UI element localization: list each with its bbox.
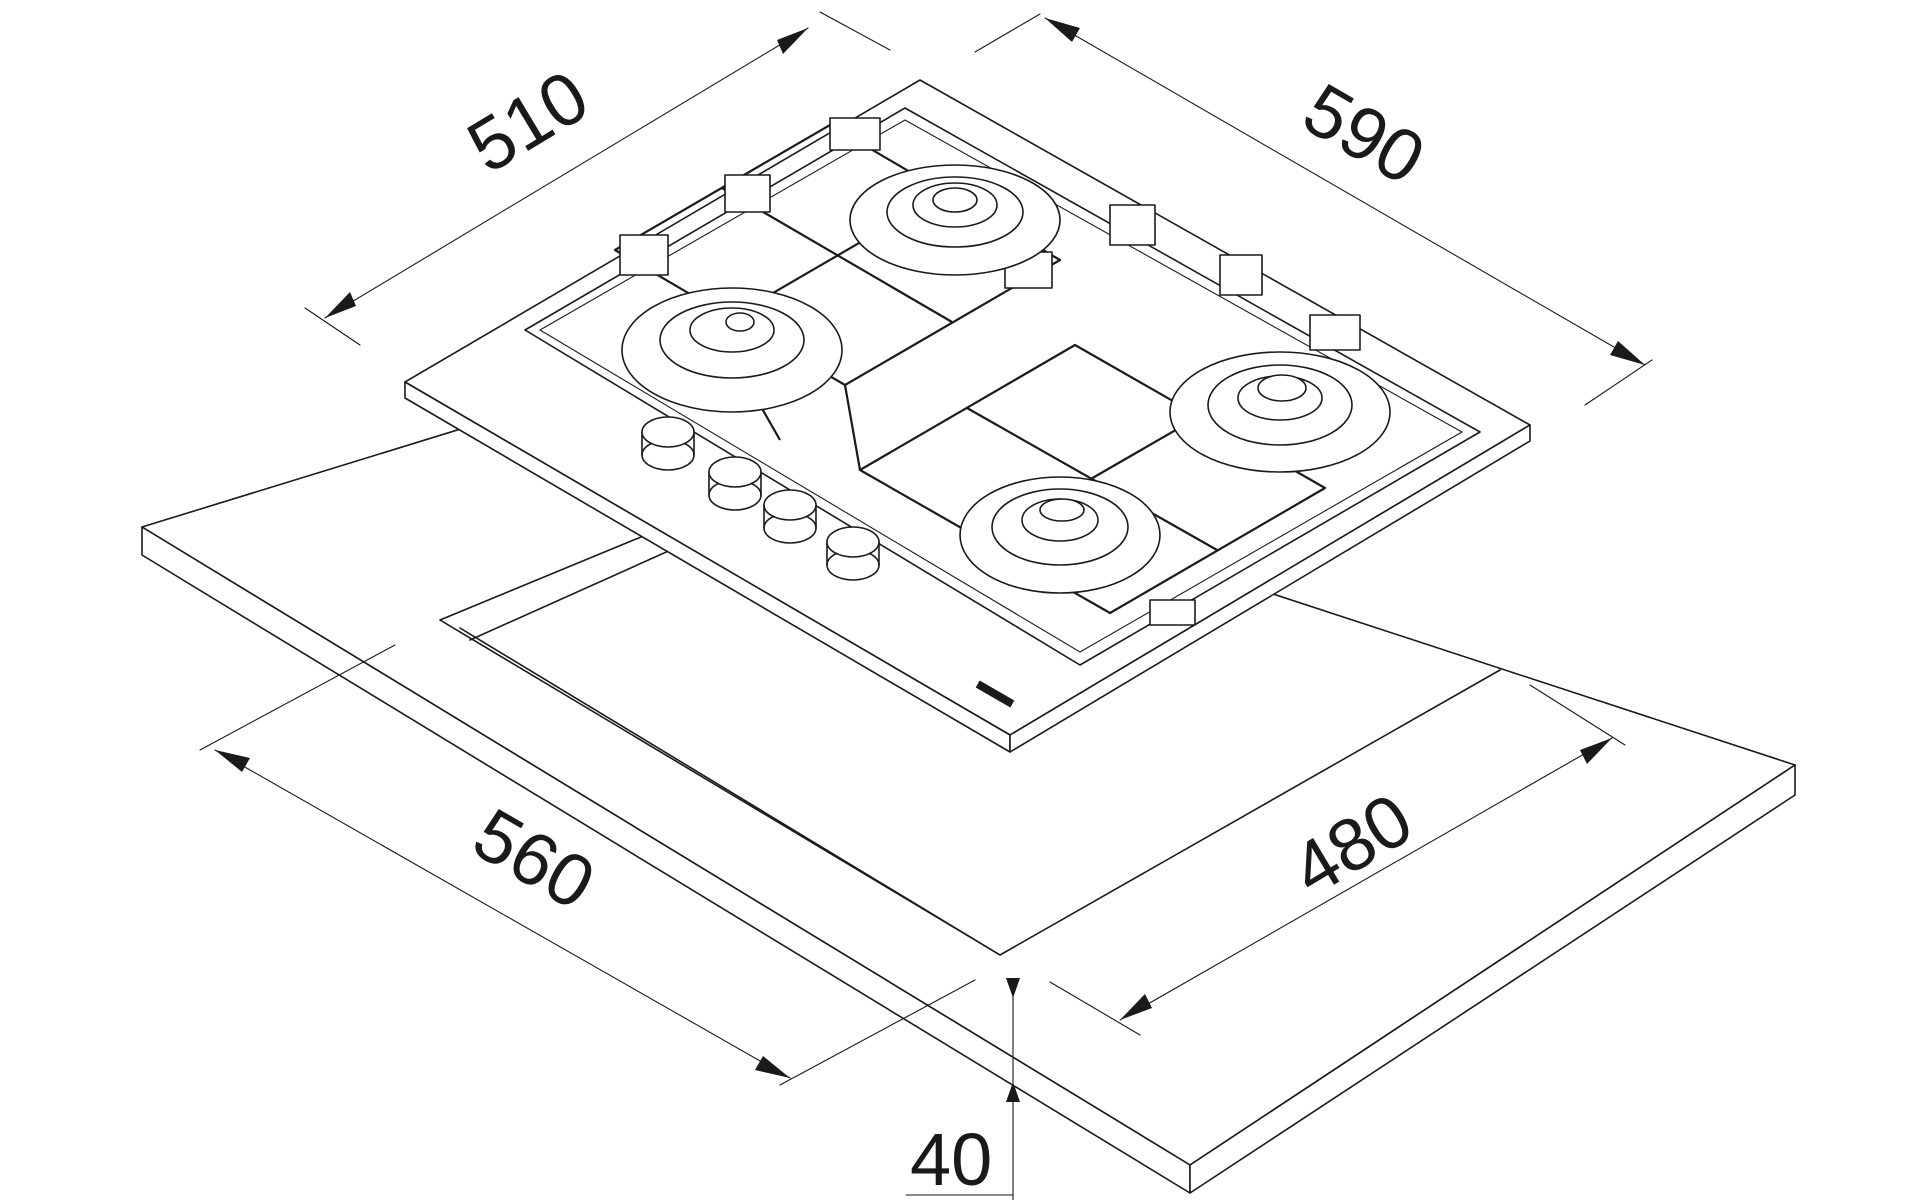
burner-front-left: [959, 476, 1161, 594]
hob: [404, 79, 1531, 753]
knob-3: [763, 489, 817, 544]
dimension-worktop-thickness: 40: [905, 978, 1020, 1200]
burner-front-right: [1169, 351, 1391, 473]
dimension-label-590: 590: [1290, 67, 1438, 201]
burner-back-left: [621, 287, 843, 413]
worktop: [141, 379, 1796, 1194]
knob-4: [826, 526, 880, 581]
brand-badge: [975, 680, 1015, 708]
control-knobs: [641, 416, 880, 581]
burner-back-right: [849, 164, 1061, 276]
knob-2: [708, 456, 762, 511]
dimension-label-40: 40: [910, 1118, 992, 1200]
dimension-label-510: 510: [453, 54, 602, 189]
knob-1: [641, 416, 695, 471]
